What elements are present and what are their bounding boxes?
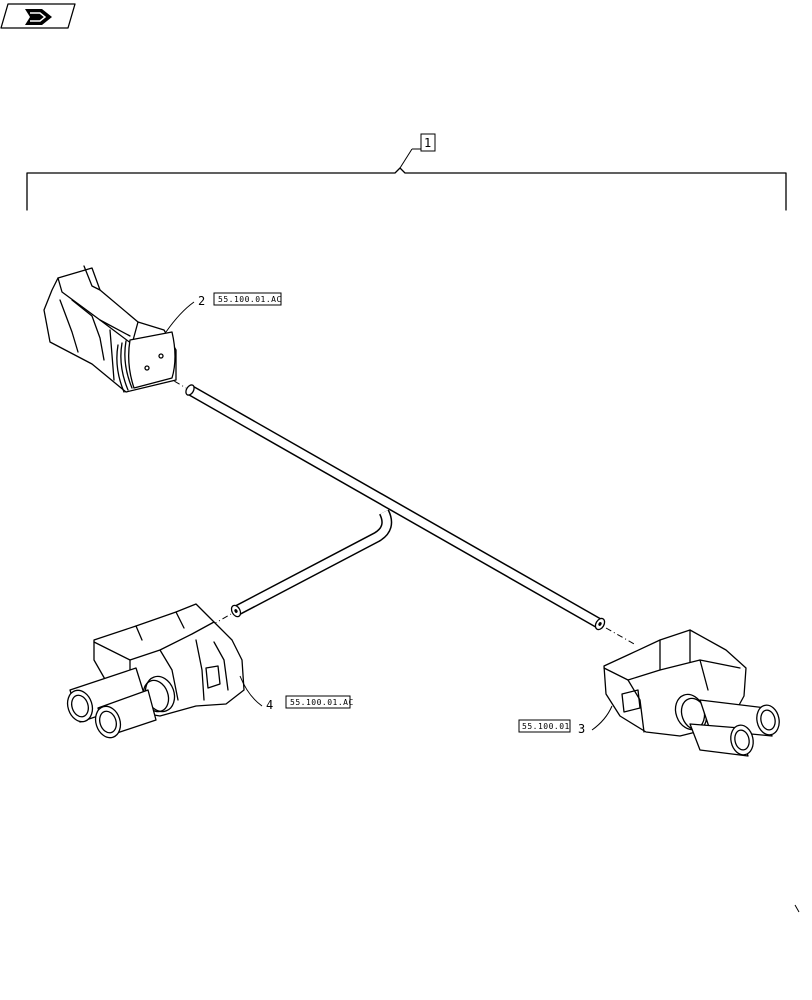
callout-3: 3 55.100.01 [518, 705, 613, 736]
callout-4-reference: 55.100.01.AC [290, 698, 354, 707]
assembly-callout-label: 1 [424, 136, 431, 150]
assembly-bracket: 1 [26, 133, 787, 211]
callout-4-number: 4 [266, 698, 273, 712]
connector-2 [43, 265, 177, 393]
callout-4-reference-box [285, 695, 351, 709]
connector-4 [66, 603, 245, 739]
callout-2-reference: 55.100.01.AC [218, 295, 282, 304]
page-mark [794, 904, 800, 913]
callout-box-1 [420, 133, 436, 152]
connector-3 [603, 629, 780, 757]
callout-2: 2 55.100.01.AC [165, 292, 282, 333]
callout-3-reference: 55.100.01 [522, 722, 570, 731]
callout-3-reference-box [518, 719, 571, 733]
callout-2-number: 2 [198, 294, 205, 308]
callout-4: 4 55.100.01.AC [239, 675, 354, 712]
harness-cables [151, 367, 637, 646]
callout-2-reference-box [213, 292, 282, 306]
navigation-arrow-icon[interactable] [0, 3, 76, 29]
callout-3-number: 3 [578, 722, 585, 736]
